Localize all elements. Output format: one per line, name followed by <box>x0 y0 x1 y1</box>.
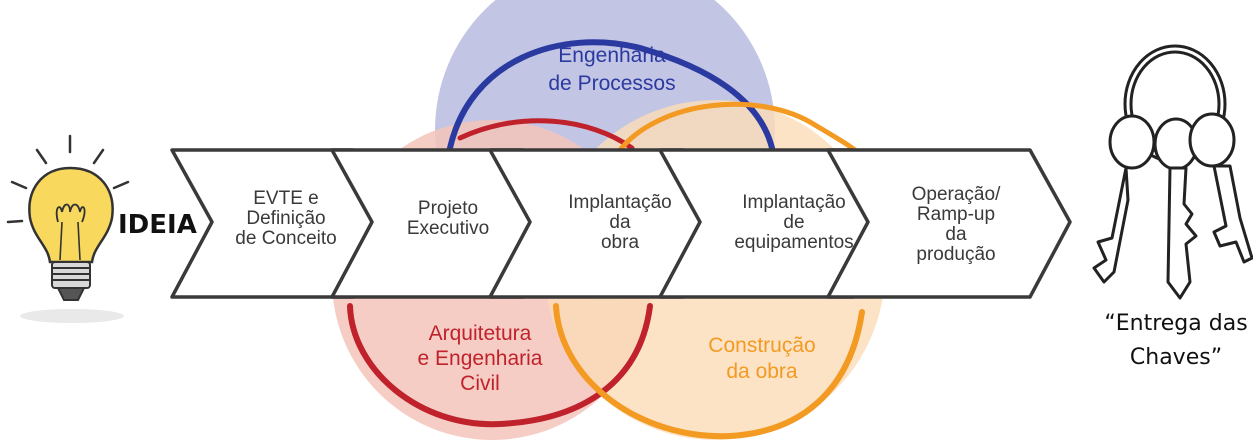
stage-5-label-line-2: Ramp-up <box>917 204 995 225</box>
stage-1-label-line-2: Definição <box>246 208 325 229</box>
stage-5-label-line-1: Operação/ <box>912 184 1001 205</box>
stage-4-label-line-2: de <box>783 212 804 233</box>
idea-label: IDEIA <box>118 210 197 240</box>
stage-3-label-line-3: obra <box>601 232 639 253</box>
keys-caption-line-2: Chaves” <box>1130 345 1222 370</box>
stage-2-label-line-2: Executivo <box>407 218 489 239</box>
civil-engineering-label-line-3: Civil <box>460 372 500 395</box>
process-engineering-label-line-1: Engenharia <box>558 44 666 67</box>
stage-3-label-line-2: da <box>609 212 631 233</box>
lightbulb-icon <box>6 134 130 323</box>
stage-1-label-line-1: EVTE e <box>253 188 318 209</box>
stage-1-label-line-3: de Conceito <box>235 228 336 249</box>
stage-chevron-5 <box>826 148 1072 299</box>
keys-caption-line-1: “Entrega das <box>1104 311 1247 336</box>
process-engineering-label-line-2: de Processos <box>548 72 675 95</box>
stage-4-label-line-3: equipamentos <box>734 232 853 253</box>
stage-2-label-line-1: Projeto <box>418 198 478 219</box>
civil-engineering-label-line-1: Arquitetura <box>429 322 532 345</box>
stage-4-label-line-1: Implantação <box>742 192 846 213</box>
construction-label-line-2: da obra <box>726 360 798 383</box>
keys-icon <box>1092 44 1253 300</box>
stage-5-label-line-4: produção <box>916 244 995 265</box>
stage-5-label-line-3: da <box>945 224 967 245</box>
construction-label-line-1: Construção <box>708 334 815 357</box>
civil-engineering-label-line-2: e Engenharia <box>418 347 543 370</box>
stage-3-label-line-1: Implantação <box>568 192 672 213</box>
